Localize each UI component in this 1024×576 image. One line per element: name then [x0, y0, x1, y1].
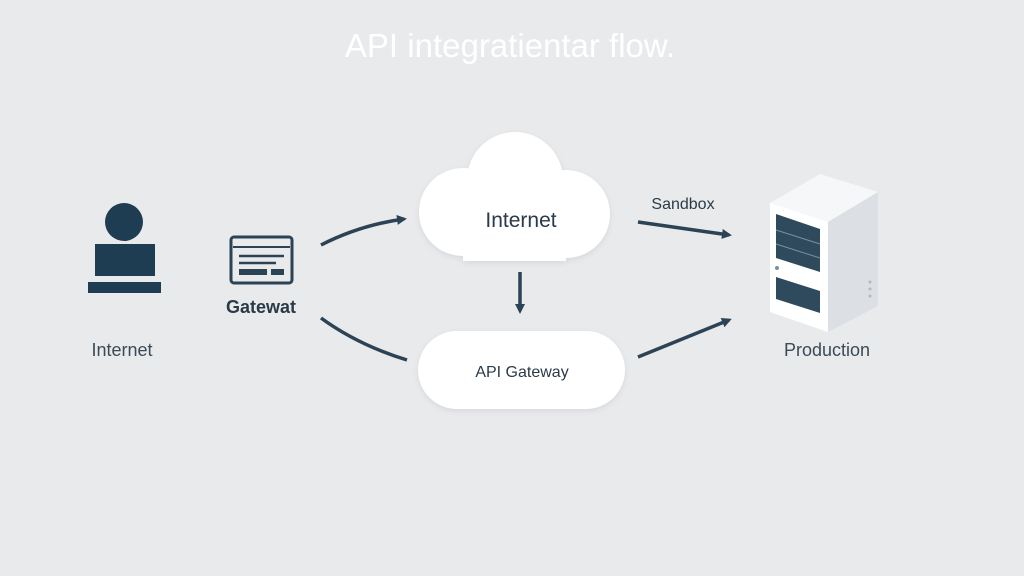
gateway-node-label: Gatewat	[226, 297, 296, 317]
cloud-node-label: Internet	[485, 209, 556, 232]
browser-window-icon	[229, 235, 294, 285]
cloud-node	[419, 132, 610, 261]
api-gateway-node-label: API Gateway	[475, 364, 568, 381]
api-gateway-node	[418, 331, 625, 409]
user-node-label: Internet	[91, 340, 152, 360]
diagram-title: API integratientar flow.	[345, 27, 675, 64]
arrow-cloud-to-server	[637, 220, 732, 239]
server-tower-icon	[770, 174, 878, 332]
sandbox-edge-label: Sandbox	[651, 196, 714, 213]
server-node-label: Production	[784, 340, 870, 360]
arrow-gateway-to-cloud	[320, 214, 407, 247]
arrow-api-gateway-to-server	[637, 318, 732, 359]
user-at-terminal-icon	[88, 203, 161, 293]
connector-gateway-to-api-gateway	[319, 316, 408, 362]
